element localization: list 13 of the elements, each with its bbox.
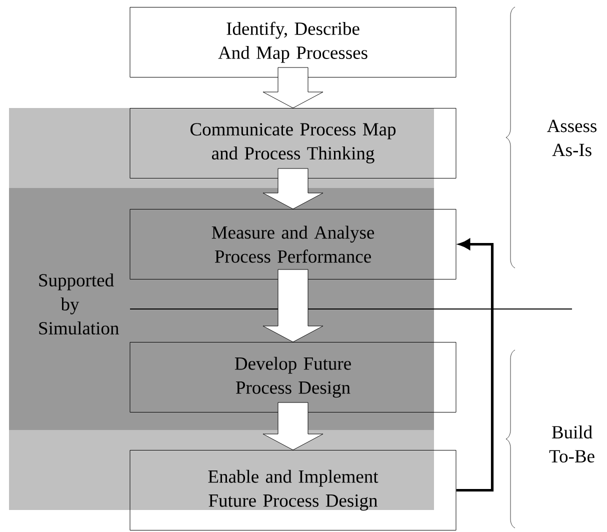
block-arrow [262, 67, 324, 108]
process-box: Measure and Analyse Process Performance [130, 209, 456, 280]
side-label: Assess As-Is [547, 120, 597, 156]
feedback-arrow [456, 238, 494, 492]
process-box: Develop Future Process Design [130, 342, 456, 412]
block-arrow [262, 168, 324, 210]
process-box: Enable and Implement Future Process Design [130, 450, 456, 530]
block-arrow [262, 269, 324, 342]
side-label: Supported by Simulation [39, 273, 119, 334]
side-label: Build To-Be [549, 425, 594, 462]
process-box: Identify, Describe And Map Processes [130, 7, 456, 78]
process-box: Communicate Process Map and Process Thinking [130, 108, 456, 178]
block-arrow [262, 402, 324, 450]
